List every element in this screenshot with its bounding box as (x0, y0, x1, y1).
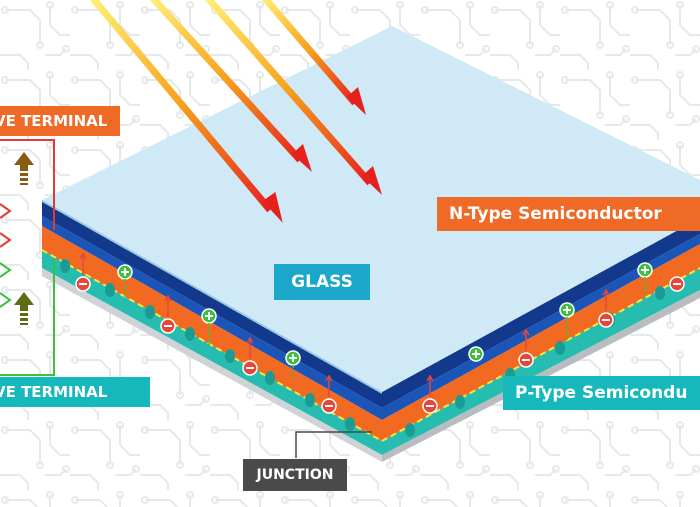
chevron-right-icon (0, 262, 12, 278)
sunlight-ray-arrows (89, 0, 382, 223)
minus-circle-icon (75, 276, 685, 414)
chevron-right-icon (0, 292, 12, 308)
junction-pointer (295, 431, 372, 458)
up-arrow-icon (14, 292, 34, 325)
up-arrow-icon (14, 152, 34, 185)
n-type-label: N-Type Semiconductor (437, 197, 700, 231)
glass-top-face (42, 26, 700, 392)
charge-carriers (75, 252, 685, 414)
chevron-right-icon (0, 203, 12, 219)
external-circuit (0, 139, 55, 376)
carrier-up-arrows (79, 252, 610, 397)
positive-terminal-label: VE TERMINAL (0, 377, 150, 407)
hole-paths (124, 277, 646, 380)
junction-label: JUNCTION (243, 459, 347, 491)
negative-terminal-label: VE TERMINAL (0, 106, 120, 136)
p-type-label: P-Type Semicondu (503, 376, 700, 410)
glass-label: GLASS (274, 264, 370, 300)
junction-line (41, 249, 700, 443)
chevron-right-icon (0, 232, 12, 248)
p-layer-cells (60, 259, 665, 437)
